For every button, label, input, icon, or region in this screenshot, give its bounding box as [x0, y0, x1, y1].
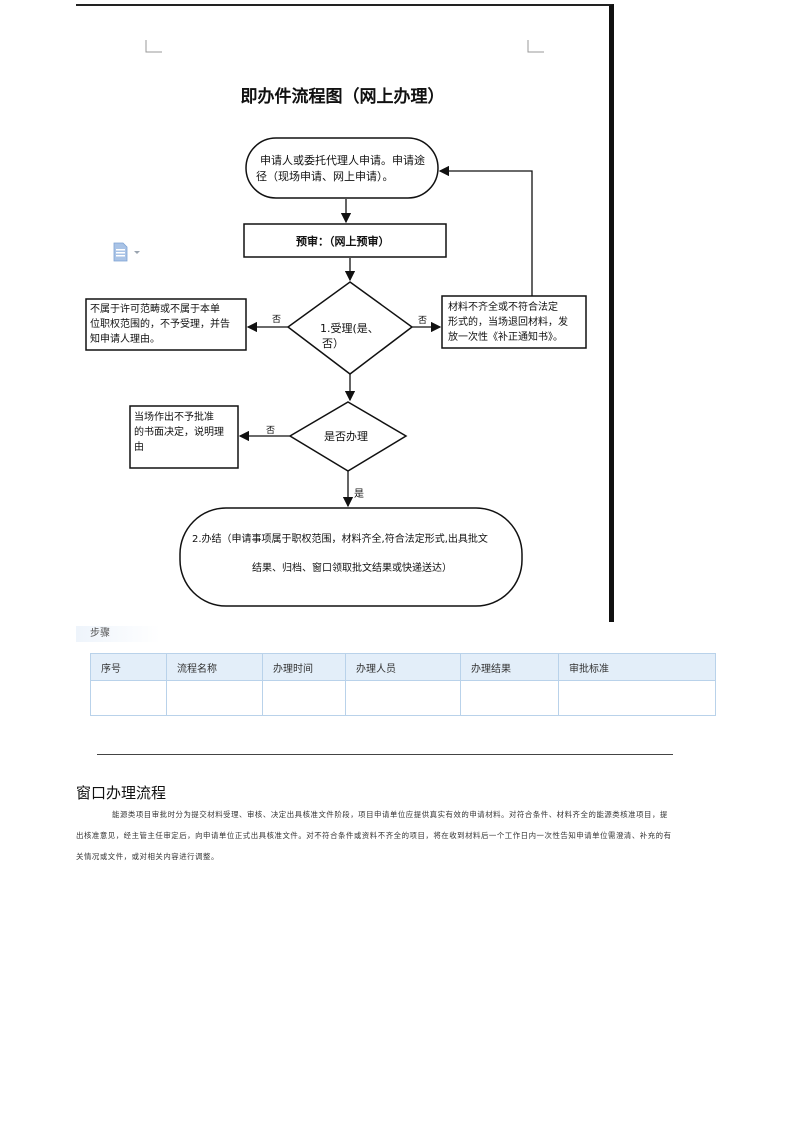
deny-line2: 的书面决定，说明理 — [134, 425, 224, 438]
flowchart-page: 即办件流程图（网上办理） 申请人或委托代理人申请。申请途 径（现场申请、网上申请… — [76, 4, 614, 622]
decide-node-text: 是否办理 — [324, 430, 368, 443]
finish-line1: 2.办结（申请事项属于职权范围，材料齐全,符合法定形式,出具批文 — [192, 532, 488, 545]
section-title: 窗口办理流程 — [76, 784, 167, 802]
material-line3: 放一次性《补正通知书》。 — [448, 330, 563, 343]
col-header-result: 办理结果 — [460, 653, 559, 681]
col-header-process-name: 流程名称 — [166, 653, 263, 681]
col-header-number: 序号 — [90, 653, 167, 681]
section-paragraph: 能源类项目审批时分为提交材料受理、审核、决定出具核准文件阶段，项目申请单位应提供… — [76, 810, 672, 861]
reject-scope-line2: 位职权范围的，不予受理，并告 — [90, 317, 230, 330]
reject-scope-node — [85, 298, 247, 351]
finish-node — [179, 507, 523, 607]
table-cell — [166, 680, 263, 716]
edge-label-yes-finish: 是 — [354, 488, 364, 500]
accept-node-line2: 否） — [322, 337, 344, 350]
finish-line2: 结果、归档、窗口领取批文结果或快递送达） — [252, 561, 452, 574]
table-cell — [558, 680, 716, 716]
deny-line3: 由 — [134, 440, 144, 453]
table-row — [90, 680, 716, 716]
material-line1: 材料不齐全或不符合法定 — [448, 300, 558, 313]
reject-scope-line1: 不属于许可范畴或不属于本单 — [90, 302, 220, 315]
document-dropdown-icon[interactable] — [112, 242, 142, 262]
edge-label-no-left: 否 — [272, 314, 281, 325]
col-header-staff: 办理人员 — [345, 653, 461, 681]
crop-mark-left — [145, 40, 162, 53]
col-header-standard: 审批标准 — [558, 653, 716, 681]
table-cell — [262, 680, 346, 716]
steps-label: 步骤 — [76, 626, 216, 642]
table-cell — [460, 680, 559, 716]
precheck-node-text: 预审：（网上预审） — [296, 234, 390, 248]
arrow-material-apply — [438, 165, 533, 296]
crop-mark-right — [527, 40, 544, 53]
precheck-node — [243, 223, 447, 258]
table-cell — [90, 680, 167, 716]
apply-node — [245, 137, 439, 199]
reject-scope-line3: 知申请人理由。 — [90, 332, 160, 345]
flowchart-title: 即办件流程图（网上办理） — [240, 87, 445, 107]
apply-node-line1: 申请人或委托代理人申请。申请途 — [260, 153, 425, 167]
accept-node-line1: 1.受理(是、 — [320, 322, 379, 335]
table-cell — [345, 680, 461, 716]
material-node — [441, 295, 587, 349]
flowchart-diagram: 申请人或委托代理人申请。申请途 径（现场申请、网上申请）。 预审：（网上预审） … — [85, 40, 587, 607]
edge-label-no-deny: 否 — [266, 425, 275, 436]
horizontal-rule — [97, 754, 673, 755]
steps-table: 序号 流程名称 办理时间 办理人员 办理结果 审批标准 — [90, 653, 716, 716]
col-header-time: 办理时间 — [262, 653, 346, 681]
material-line2: 形式的，当场退回材料，发 — [448, 315, 568, 328]
apply-node-line2: 径（现场申请、网上申请）。 — [256, 169, 394, 183]
steps-header-row: 序号 流程名称 办理时间 办理人员 办理结果 审批标准 — [90, 653, 716, 681]
edge-label-no-right: 否 — [418, 315, 427, 326]
deny-line1: 当场作出不予批准 — [134, 410, 214, 423]
deny-node — [129, 405, 239, 469]
